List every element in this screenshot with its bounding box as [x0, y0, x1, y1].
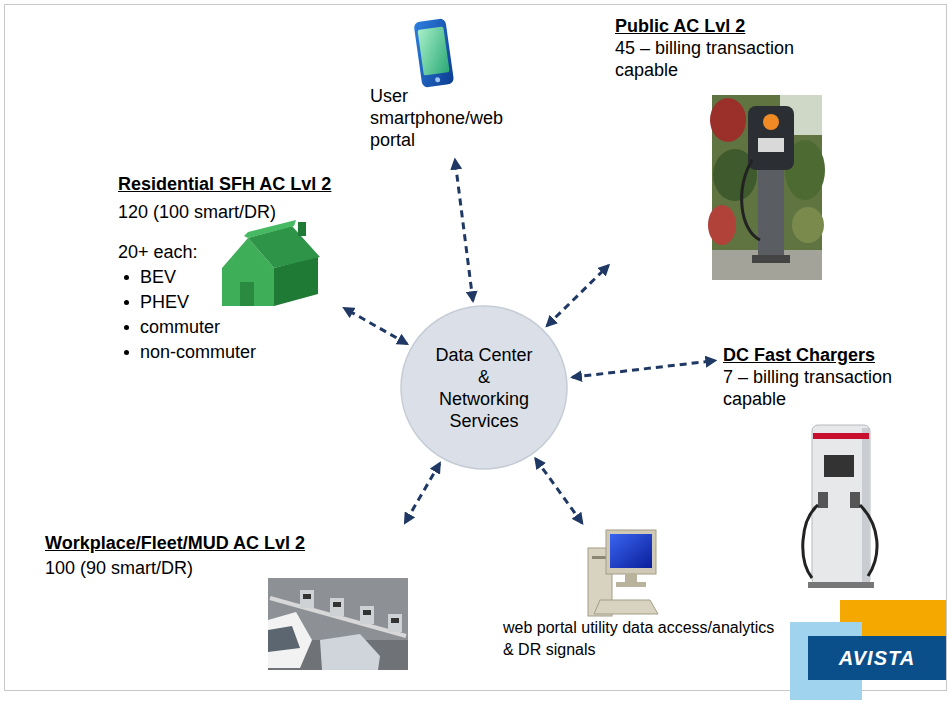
- charger-node: Residential SFH AC Lvl 2 120 (100 smart/D…: [115, 170, 340, 366]
- smartphone-icon: [435, 77, 441, 83]
- workplace-charger-photo: [303, 594, 311, 599]
- node-content: Workplace/Fleet/MUD AC Lvl 2 100 (90 smar…: [45, 532, 412, 579]
- bullet-row: BEV: [118, 266, 337, 288]
- node-content: web portal utility data access/analytics…: [503, 617, 784, 661]
- node-content: Data Center & Networking Services: [433, 344, 535, 432]
- public-charger-photo: [708, 205, 736, 245]
- frame: [5, 5, 947, 691]
- workplace-charger-photo: [320, 634, 380, 670]
- workplace-charger-photo: [268, 612, 312, 668]
- data-center-ellipse: Data Center & Networking Services: [400, 305, 568, 470]
- public-charger-photo: [708, 95, 825, 280]
- computer-icon: [610, 534, 652, 568]
- public-charger-photo: [752, 255, 790, 263]
- workplace-charger-photo: [388, 614, 402, 632]
- dashed-arrow: [536, 459, 583, 523]
- house-icon: [298, 222, 306, 236]
- computer-icon: [594, 600, 658, 614]
- dc-fast-charger-photo: [813, 433, 869, 439]
- charger-node: Workplace/Fleet/MUD AC Lvl 2 100 (90 smar…: [40, 527, 415, 674]
- node-text: User smartphone/web portal: [370, 85, 506, 151]
- workplace-charger-photo: [268, 578, 408, 670]
- workplace-charger-photo: [363, 610, 371, 615]
- workplace-charger-photo: [268, 626, 300, 652]
- node-heading: DC Fast Chargers: [723, 344, 943, 366]
- charger-node: Public AC Lvl 245 – billing transaction …: [612, 12, 882, 284]
- workplace-charger-photo: [300, 590, 314, 608]
- public-charger-photo: [792, 207, 824, 243]
- smartphone-icon: [413, 18, 454, 88]
- bullet-text: PHEV: [140, 291, 337, 313]
- workplace-charger-photo: [391, 618, 399, 623]
- node-text: web portal utility data access/analytics…: [503, 617, 784, 661]
- public-charger-photo: [758, 138, 784, 152]
- dc-fast-charger-photo: [860, 505, 877, 576]
- node-content: Residential SFH AC Lvl 2 120 (100 smart/D…: [118, 173, 337, 363]
- node-content: User smartphone/web portal: [370, 85, 506, 151]
- portal-node: User smartphone/web portal: [368, 15, 508, 155]
- bullet-dot: [124, 350, 129, 355]
- ellipse-outline: [400, 305, 568, 470]
- computer-icon: [606, 530, 656, 574]
- computer-icon: [588, 530, 658, 616]
- dc-fast-charger-photo: [818, 492, 828, 508]
- computer-icon: [625, 574, 637, 582]
- workplace-charger-photo: [268, 578, 408, 670]
- house-icon: [244, 220, 296, 238]
- public-charger-photo: [742, 160, 760, 240]
- bullet-text: commuter: [140, 316, 337, 338]
- dc-fast-charger-photo: [803, 425, 877, 588]
- dashed-arrow: [344, 308, 407, 344]
- node-content: DC Fast Chargers7 – billing transaction …: [723, 344, 943, 410]
- bullet-dot: [124, 325, 129, 330]
- node-heading: Residential SFH AC Lvl 2: [118, 173, 337, 195]
- logo-text: AVISTA: [808, 636, 946, 680]
- bullet-row: commuter: [118, 316, 337, 338]
- dashed-arrow: [572, 361, 715, 378]
- ellipse-shape: [401, 306, 567, 469]
- node-text: 45 – billing transaction capable: [615, 37, 830, 81]
- bullet-row: PHEV: [118, 291, 337, 313]
- dc-fast-charger-photo: [808, 582, 874, 588]
- house-icon: [222, 220, 320, 306]
- node-heading: Public AC Lvl 2: [615, 15, 879, 37]
- node-heading: Workplace/Fleet/MUD AC Lvl 2: [45, 532, 412, 554]
- company-logo: [808, 636, 946, 680]
- charger-node: DC Fast Chargers7 – billing transaction …: [720, 338, 946, 590]
- bullet-dot: [124, 275, 129, 280]
- bullet-row: non-commuter: [118, 341, 337, 363]
- public-charger-photo: [763, 114, 779, 130]
- dashed-arrow: [547, 266, 608, 326]
- smartphone-icon: [413, 18, 454, 88]
- dc-fast-charger-photo: [803, 505, 818, 578]
- bullet-dot: [124, 300, 129, 305]
- node-content: Public AC Lvl 245 – billing transaction …: [615, 15, 879, 81]
- dc-fast-charger-photo: [824, 455, 854, 477]
- dc-fast-charger-photo: [862, 428, 869, 582]
- portal-node: web portal utility data access/analytics…: [500, 527, 786, 692]
- node-text: 120 (100 smart/DR): [118, 201, 337, 223]
- dc-fast-charger-photo: [850, 492, 860, 508]
- workplace-charger-photo: [330, 598, 344, 616]
- public-charger-photo: [748, 106, 794, 170]
- dashed-arrow: [405, 463, 440, 522]
- center-text: Data Center & Networking Services: [433, 344, 535, 432]
- dashed-arrow: [455, 160, 473, 301]
- smartphone-icon: [418, 26, 450, 75]
- computer-icon: [616, 582, 646, 587]
- bullet-text: non-commuter: [140, 341, 337, 363]
- node-text: 7 – billing transaction capable: [723, 366, 938, 410]
- company-logo: [790, 600, 946, 700]
- workplace-charger-photo: [333, 602, 341, 607]
- public-charger-photo: [710, 98, 746, 142]
- house-icon: [240, 282, 254, 306]
- node-text: 20+ each:: [118, 241, 337, 263]
- node-text: 100 (90 smart/DR): [45, 557, 412, 579]
- bullet-text: BEV: [140, 266, 337, 288]
- workplace-charger-photo: [360, 606, 374, 624]
